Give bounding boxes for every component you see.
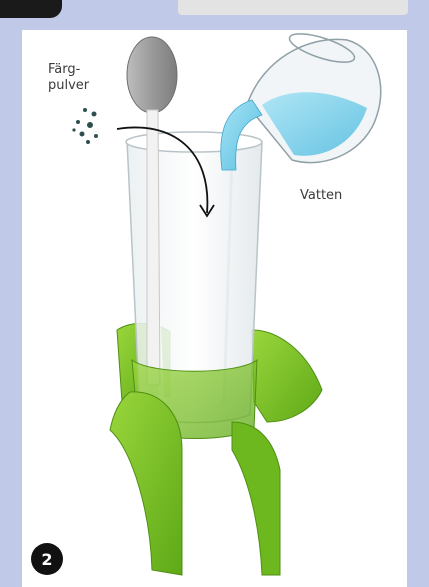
color-powder-dots (72, 108, 98, 144)
powder-label: Färg- pulver (48, 62, 89, 94)
back-right-fin (252, 330, 322, 422)
illustration-card: Färg- pulver Vatten 2 (22, 30, 407, 587)
powder-label-line2: pulver (48, 78, 89, 94)
spoon-bowl (127, 37, 177, 113)
water-jug (247, 30, 381, 163)
top-left-dark-tab (0, 0, 62, 18)
powder-label-line1: Färg- (48, 62, 89, 78)
top-light-box (178, 0, 408, 15)
rocket-glass-illustration (22, 30, 407, 587)
front-left-fin (110, 392, 182, 575)
step-number-badge: 2 (31, 543, 63, 575)
water-label: Vatten (300, 188, 342, 204)
spoon-handle (147, 110, 160, 385)
front-right-fin (232, 422, 280, 575)
glass-rim (126, 132, 262, 152)
